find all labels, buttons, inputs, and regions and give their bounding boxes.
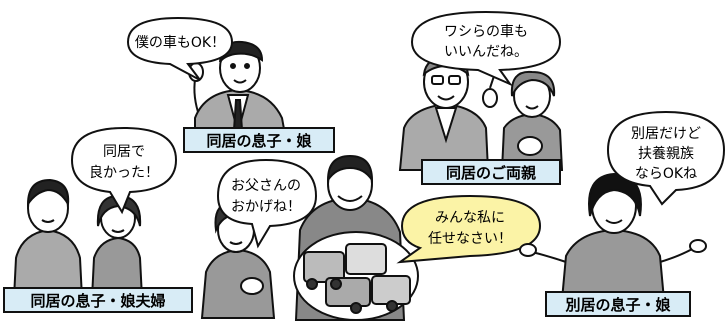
bubble-father: みんな私に 任せなさい！ xyxy=(396,194,542,264)
bubble-father-line1: みんな私に xyxy=(435,210,505,226)
bubble-separate-line2: 扶養親族 xyxy=(638,145,694,162)
bubble-separate-line1: 別居だけど xyxy=(631,126,701,142)
figure-left-couple xyxy=(12,178,144,299)
bubble-mother-line1: お父さんの xyxy=(231,178,301,194)
bubble-left-couple: 同居で 良かった！ xyxy=(70,126,178,215)
label-top-son-text: 同居の息子・娘 xyxy=(206,132,312,150)
bubble-separate: 別居だけど 扶養親族 ならOKね xyxy=(606,110,726,206)
bubble-parents-line2: いいんだね。 xyxy=(444,44,528,60)
figure-separate-child xyxy=(519,172,707,301)
label-parents: 同居のご両親 xyxy=(421,159,561,185)
bubble-top-son: 僕の車もOK！ xyxy=(126,16,234,81)
bubble-mother: お父さんの おかげね！ xyxy=(216,158,318,249)
label-top-son: 同居の息子・娘 xyxy=(183,127,335,153)
bubble-left-couple-line2: 良かった！ xyxy=(89,165,159,181)
figure-parents xyxy=(398,54,564,171)
label-separate: 別居の息子・娘 xyxy=(545,291,691,317)
label-left-couple-text: 同居の息子・娘夫婦 xyxy=(30,292,165,310)
bubble-separate-line3: ならOKね xyxy=(635,166,697,182)
bubble-parents-line1: ワシらの車も xyxy=(444,23,528,40)
label-parents-text: 同居のご両親 xyxy=(446,164,536,182)
label-left-couple: 同居の息子・娘夫婦 xyxy=(3,287,193,313)
figure-father-with-cars xyxy=(293,154,419,321)
bubble-parents: ワシらの車も いいんだね。 xyxy=(410,10,562,87)
bubble-top-son-text: 僕の車もOK！ xyxy=(135,34,225,51)
bubble-left-couple-line1: 同居で xyxy=(103,144,145,160)
label-separate-text: 別居の息子・娘 xyxy=(564,296,671,314)
bubble-mother-line2: おかげね！ xyxy=(231,199,301,215)
bubble-father-line2: 任せなさい！ xyxy=(428,231,512,247)
